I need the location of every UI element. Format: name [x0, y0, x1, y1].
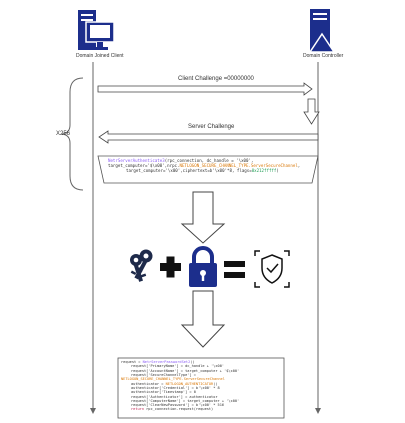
padlock-icon — [189, 246, 217, 287]
keys-icon — [130, 249, 153, 282]
equals-sign — [224, 261, 245, 278]
code-box-top-frame — [97, 155, 319, 184]
client-challenge-label: Client Challenge =00000000 — [178, 76, 254, 82]
code-bottom-line-2: request['PrimaryName'] = dc_handle + '\x… — [131, 364, 225, 369]
code-bottom-line-8: authenticator['Timestamp'] = 0 — [131, 390, 196, 395]
client-lifeline-arrowhead — [90, 408, 96, 414]
server-challenge-arrow — [98, 130, 319, 144]
client-computer-icon — [78, 10, 115, 50]
down-arrow-1 — [180, 191, 226, 244]
server-icon — [308, 9, 336, 53]
code-bottom-line-6: authenticator = NETLOGON_AUTHENTICATOR() — [131, 381, 218, 386]
netr-server-authenticate-code: NetrServerAuthenticate3(rpc_connection, … — [108, 158, 300, 173]
code-top-line-2: target_computer='$\x00',nrpc.NETLOGON_SE… — [108, 163, 301, 169]
code-bottom-line-7: authenticator['Credential'] = b'\x00' * … — [131, 385, 220, 390]
dc-lifeline-arrowhead — [315, 408, 321, 414]
dc-label: Domain Controller — [303, 53, 344, 59]
down-arrow-2 — [180, 290, 226, 348]
client-label: Domain Joined Client — [76, 53, 124, 59]
code-bottom-line-11: request['ClearNewPassword'] = b'\x00' * … — [131, 403, 225, 408]
netr-server-password-set-code: request = NetrServerPasswordSet2()reques… — [121, 360, 239, 412]
code-top-line-1: NetrServerAuthenticate3(rpc_connection, … — [108, 158, 254, 163]
server-challenge-label: Server Challenge — [188, 124, 235, 130]
code-box-bottom-frame — [117, 357, 285, 419]
code-bottom-line-1: request = NetrServerPasswordSet2() — [121, 360, 195, 364]
code-bottom-line-3: request['AccountName'] = target_computer… — [131, 368, 240, 373]
code-bottom-line-5: NETLOGON_SECURE_CHANNEL_TYPE.ServerSecur… — [121, 377, 225, 382]
client-challenge-arrow — [97, 82, 313, 96]
repeat-count-label: X256 — [56, 131, 71, 137]
code-bottom-line-4: request['SecureChannelType'] = — [131, 372, 196, 377]
verified-shield-icon — [254, 250, 290, 288]
code-bottom-line-12: return rpc_connection.request(request) — [131, 407, 214, 412]
code-bottom-line-10: request['ComputerName'] = target_compute… — [131, 398, 240, 403]
code-top-line-3: target_computer='\x00',ciphertext=b'\x00… — [126, 168, 279, 174]
code-bottom-line-9: request['Authenticator'] = authenticator — [131, 394, 218, 399]
repeat-brace — [61, 77, 84, 191]
plus-sign — [160, 256, 181, 278]
dc-process-arrow — [303, 98, 320, 125]
